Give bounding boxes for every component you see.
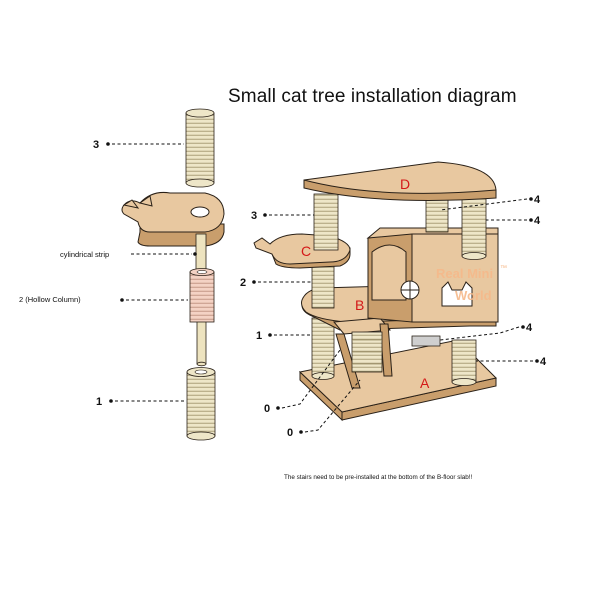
platform-label-c: C [301, 243, 311, 259]
label-post-3: 3 [251, 210, 257, 222]
svg-text:World: World [455, 288, 492, 303]
svg-text:Real Mini: Real Mini [436, 266, 493, 281]
hollow-column-part [189, 268, 215, 323]
label-post-4a: 4 [534, 194, 541, 206]
post-4-upper-left [425, 195, 449, 233]
post-4-lower-right [451, 339, 477, 386]
label-bottom-post: 1 [96, 396, 102, 408]
label-post-4c: 4 [526, 322, 533, 334]
diagram-title: Small cat tree installation diagram [228, 86, 517, 107]
base-platform-a [298, 339, 497, 422]
leader-dot [193, 252, 197, 256]
leader-line [439, 198, 528, 211]
house-support [411, 335, 441, 347]
watermark-logo: Real Mini ™ World [436, 265, 507, 303]
label-cylindrical-strip: cylindrical strip [60, 250, 109, 259]
left-exploded-assembly: 3 cylindrical strip 2 (Hollow Column) 1 [19, 108, 225, 441]
leader-dot [120, 298, 124, 302]
post-4-upper-right [461, 195, 487, 260]
cat-head-door [441, 281, 473, 307]
label-stairs-0b: 0 [287, 427, 293, 439]
leader-dot [109, 399, 113, 403]
label-hollow-column: 2 (Hollow Column) [19, 295, 81, 304]
top-platform-d [303, 161, 497, 201]
bottom-post-part [186, 367, 216, 441]
label-stairs-0a: 0 [264, 403, 270, 415]
label-post-4d: 4 [540, 356, 547, 368]
cylindrical-strip-part [195, 233, 207, 367]
top-post-part [185, 108, 215, 188]
leader-line [439, 326, 520, 341]
leader-dot [106, 142, 110, 146]
cat-head-platform-part [121, 192, 225, 247]
svg-text:™: ™ [500, 265, 507, 272]
label-post-1: 1 [256, 330, 262, 342]
label-post-4b: 4 [534, 215, 541, 227]
platform-label-d: D [400, 176, 410, 192]
label-post-2: 2 [240, 277, 246, 289]
leader-line [281, 349, 341, 409]
right-assembled-tree: D C B A Real Mini ™ World 3 2 1 0 0 4 4 [240, 161, 547, 439]
stairs-part [333, 317, 393, 389]
post-3 [313, 193, 339, 251]
label-top-post: 3 [93, 139, 99, 151]
platform-label-a: A [420, 375, 430, 391]
leader-line [304, 379, 361, 433]
platform-label-b: B [355, 297, 364, 313]
post-1-lower-left [311, 317, 335, 380]
installation-note: The stairs need to be pre-installed at t… [284, 474, 473, 481]
